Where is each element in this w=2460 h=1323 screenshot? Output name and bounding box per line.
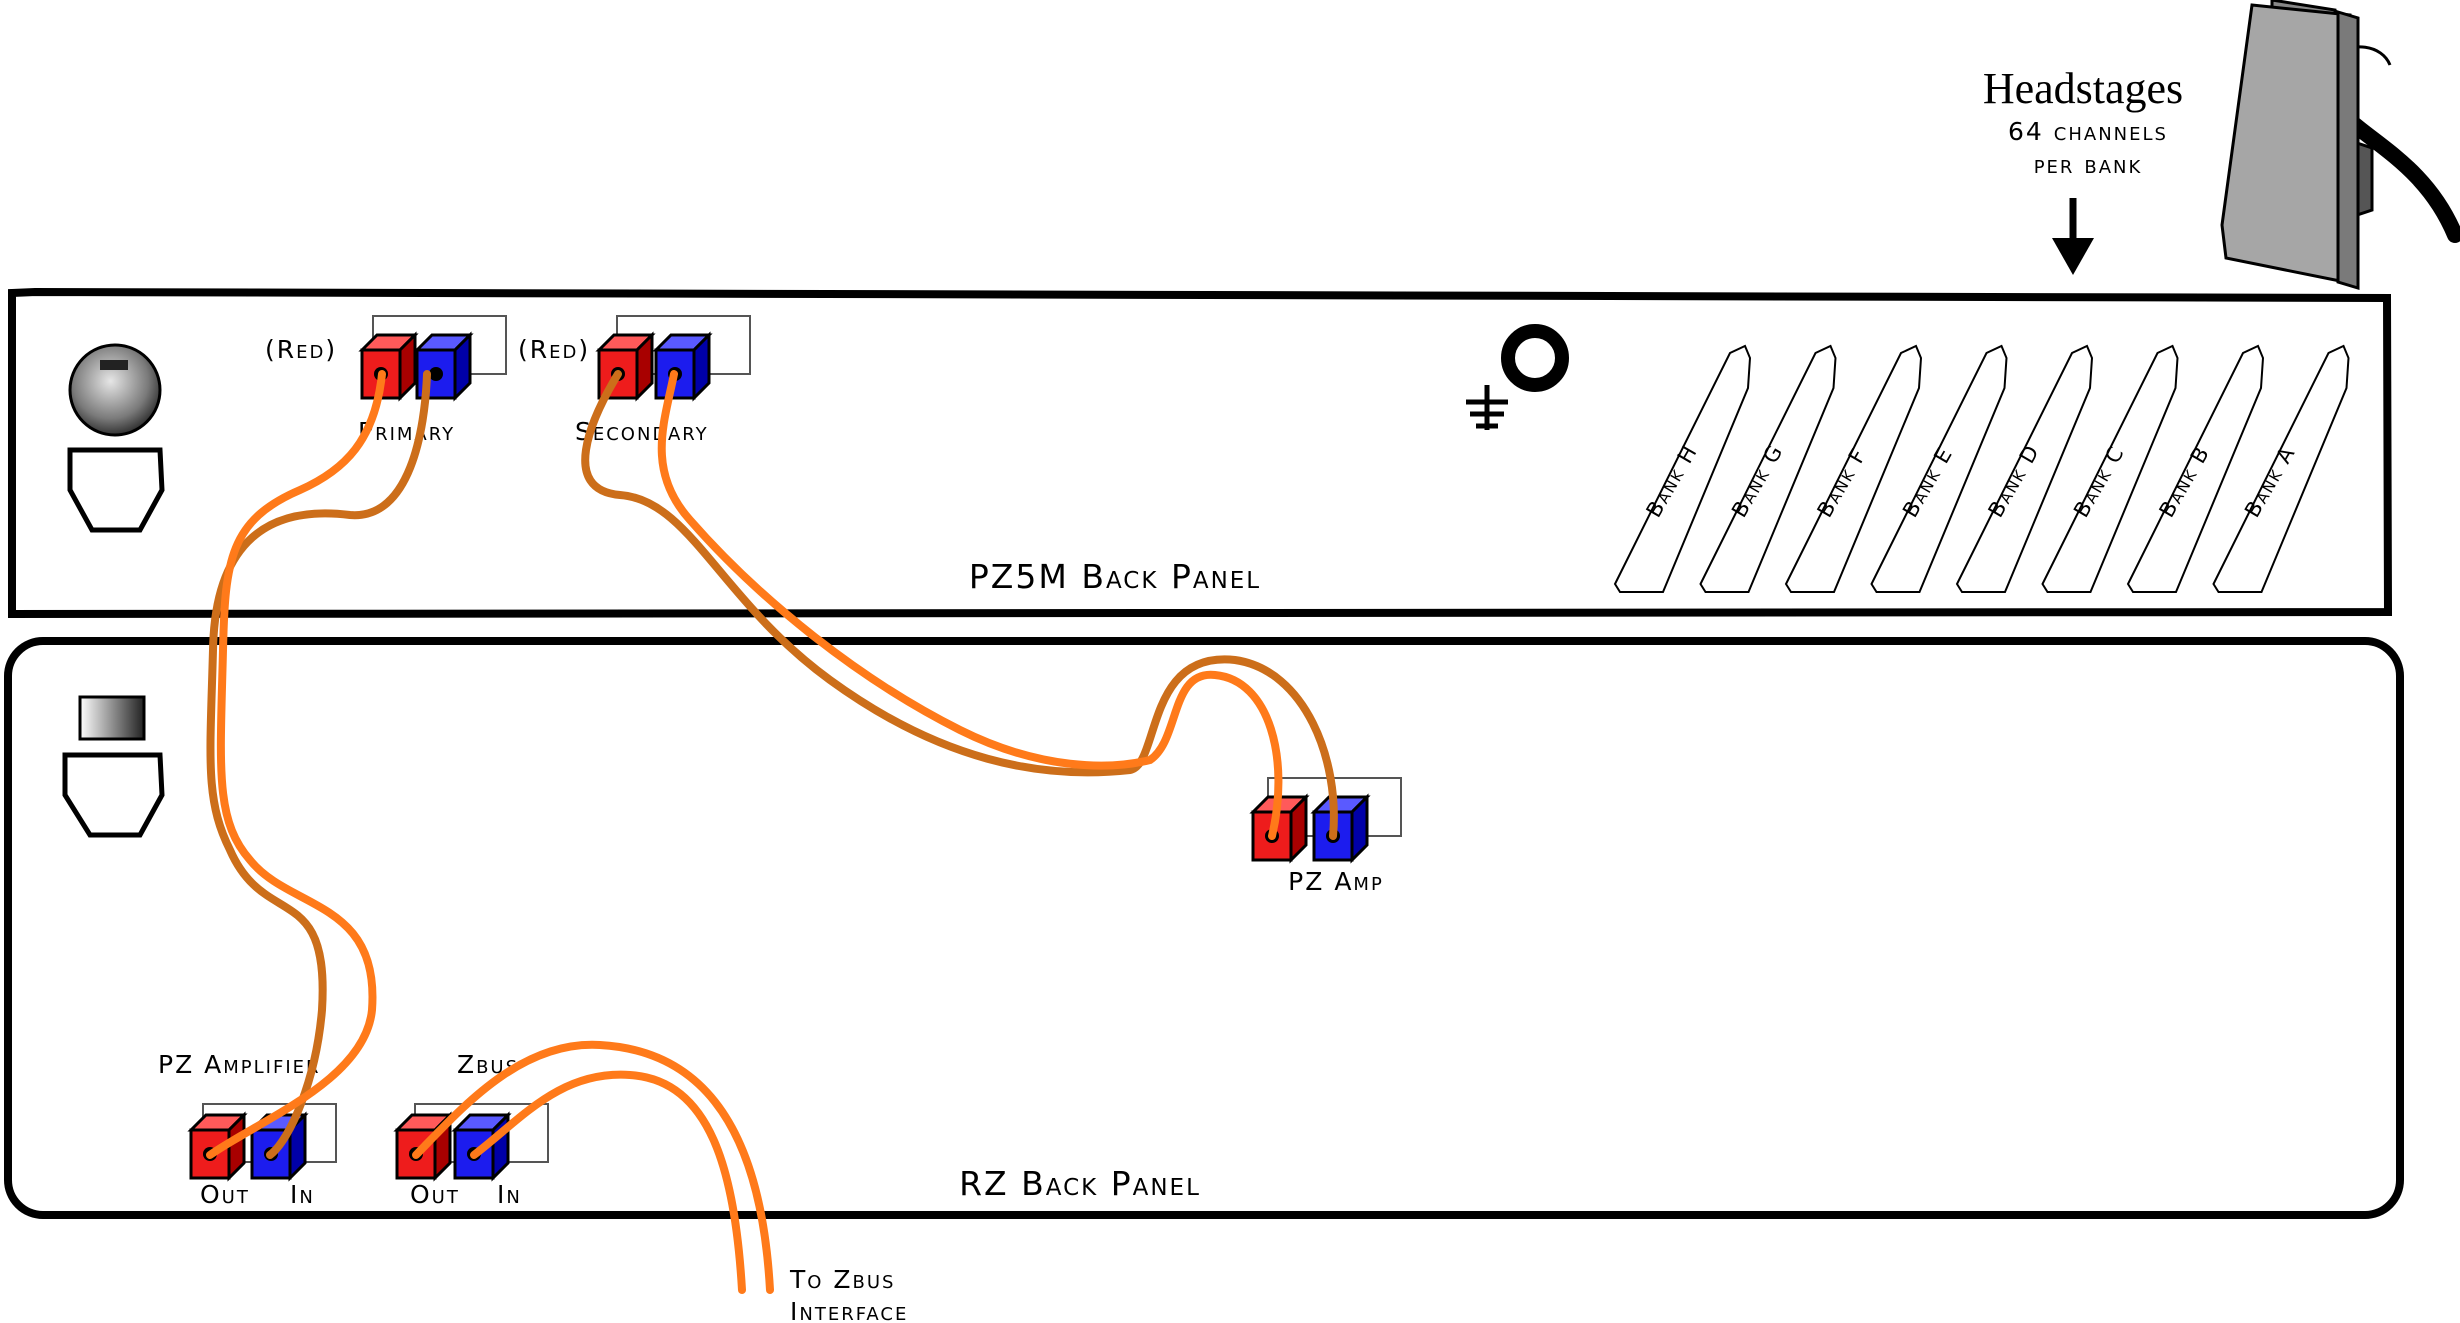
pz-amp-label: PZ Amp	[1288, 867, 1384, 896]
headstage-connector	[2220, 0, 2460, 291]
cable-secondary-blue-to-pz-amp-red	[657, 370, 1283, 840]
pz-amplifier-label: PZ Amplifier	[158, 1050, 321, 1079]
rz-panel-label: RZ Back Panel	[959, 1164, 1201, 1203]
primary-red-note: (Red)	[265, 335, 337, 364]
zbus-in-label: In	[497, 1180, 522, 1209]
headstages-title: Headstages	[1983, 64, 2183, 113]
pz5m-power-knob	[68, 343, 162, 437]
down-arrow-icon	[2052, 198, 2094, 275]
pz5m-panel-label: PZ5M Back Panel	[969, 557, 1261, 596]
cable-primary-out-to-pz-amplifier-in	[206, 370, 431, 1159]
zbus-interface-line1: To Zbus	[789, 1265, 895, 1294]
headstages-per-bank: per bank	[2034, 150, 2143, 179]
cable-zbus-out-to-interface	[412, 1040, 774, 1294]
cables	[206, 370, 1338, 1294]
cable-primary-in-to-pz-amplifier-out	[206, 370, 386, 1159]
cable-zbus-in-to-interface	[470, 1070, 746, 1294]
cable-secondary-red-to-pz-amp-blue	[581, 370, 1338, 840]
pz-amplifier-out-label: Out	[200, 1180, 250, 1209]
rz-back-panel	[4, 637, 2404, 1219]
pz5m-power-socket	[67, 447, 165, 533]
headstages-channels: 64 channels	[2008, 117, 2168, 146]
secondary-red-note: (Red)	[518, 335, 590, 364]
zbus-interface-line2: Interface	[790, 1297, 908, 1323]
zbus-out-label: Out	[410, 1180, 460, 1209]
rz-power-switch	[78, 695, 146, 741]
pz-amplifier-in-label: In	[290, 1180, 315, 1209]
rz-power-socket	[62, 752, 165, 838]
ground-post-icon	[1466, 324, 1569, 430]
